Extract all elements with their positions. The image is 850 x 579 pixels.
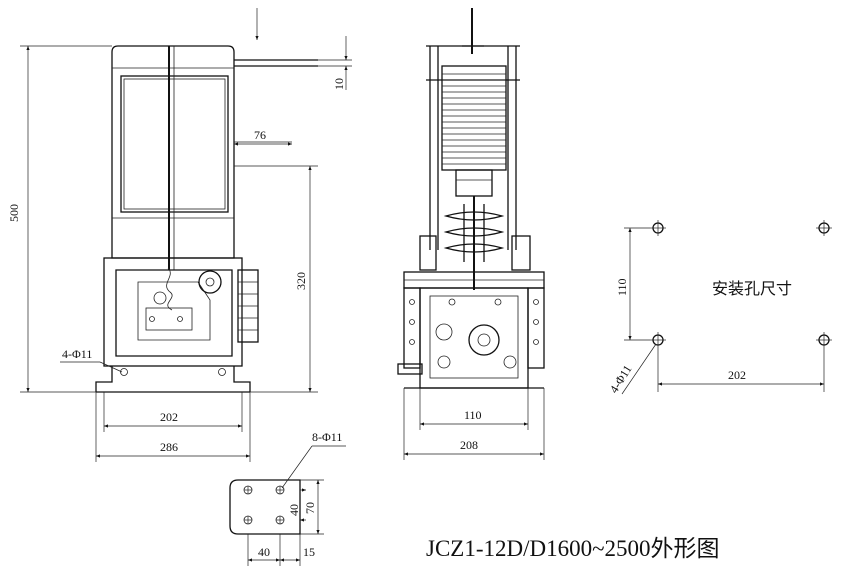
dim-terminal-holes: 8-Φ11 (312, 430, 342, 444)
dim-front-hole-spec: 4-Φ11 (62, 347, 92, 361)
dim-base-outer-width: 286 (160, 440, 178, 454)
dim-terminal-width-a: 40 (258, 545, 270, 559)
dim-front-height: 500 (7, 204, 21, 222)
bellows-ribs (442, 73, 506, 165)
mounting-hole-layout: 110 202 4-Φ11 安装孔尺寸 (607, 220, 832, 396)
dim-base-inner-width: 202 (160, 410, 178, 424)
drawing-title: JCZ1-12D/D1600~2500外形图 (426, 536, 720, 561)
dim-terminal-width-b: 15 (303, 545, 315, 559)
dim-arm-offset: 76 (254, 128, 266, 142)
dim-mount-spacing-h: 202 (728, 368, 746, 382)
dim-mount-hole-spec: 4-Φ11 (607, 362, 635, 395)
side-view: 110 208 (397, 8, 545, 460)
dim-mount-spacing-v: 110 (615, 278, 629, 296)
dim-terminal-height-a: 70 (303, 502, 317, 514)
dim-mount-height: 320 (294, 272, 308, 290)
front-view: 500 10 76 320 4-Φ11 202 286 (7, 8, 352, 462)
insulator (443, 204, 505, 262)
dim-top-offset: 10 (332, 78, 346, 90)
mounting-note: 安装孔尺寸 (712, 279, 792, 298)
terminal-detail: 8-Φ11 70 40 40 15 (229, 430, 346, 566)
dim-terminal-height-b: 40 (287, 504, 301, 516)
dim-side-inner-width: 110 (464, 408, 482, 422)
dim-side-outer-width: 208 (460, 438, 478, 452)
